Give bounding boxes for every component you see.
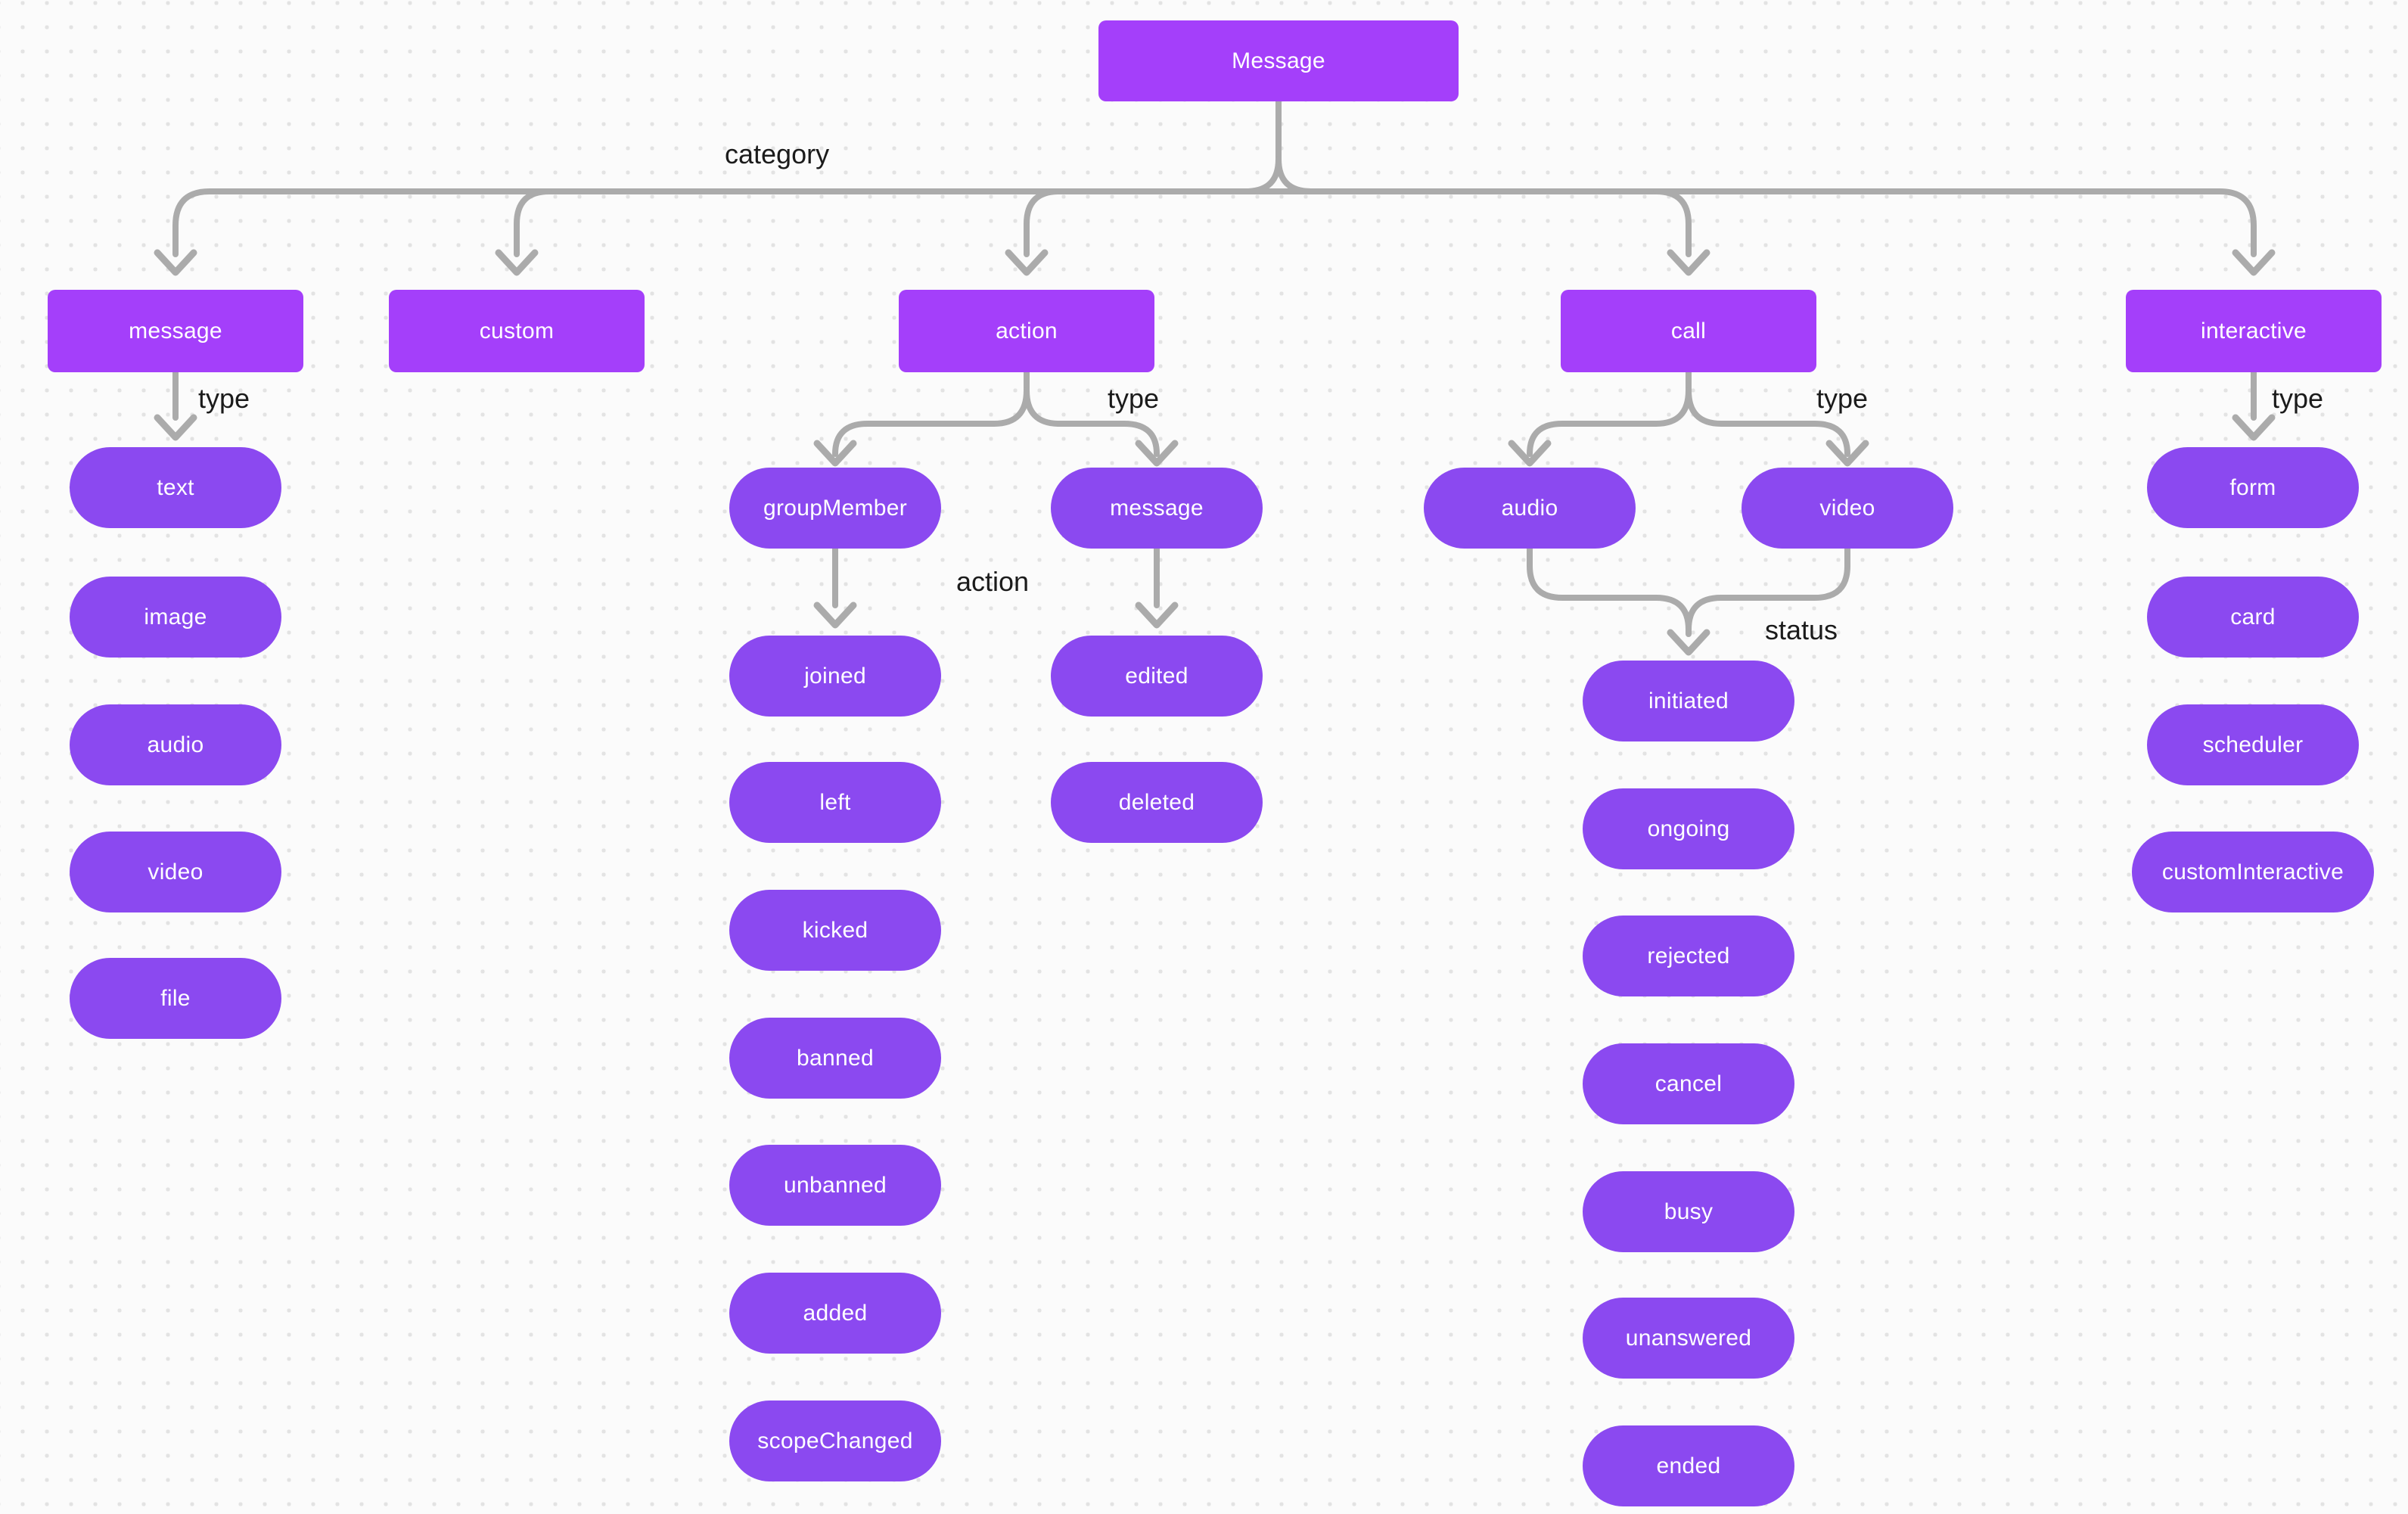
type-node-scheduler[interactable]: scheduler [2147, 704, 2359, 785]
edge-drop-action [1024, 188, 1062, 257]
category-node-interactive[interactable]: interactive [2126, 290, 2382, 372]
type-node-audio[interactable]: audio [70, 704, 281, 785]
status-node-ended[interactable]: ended [1583, 1425, 1794, 1506]
edge-video-to-merge [1686, 546, 1850, 633]
category-node-call[interactable]: call [1561, 290, 1816, 372]
status-node-initiated[interactable]: initiated [1583, 661, 1794, 741]
status-node-cancel[interactable]: cancel [1583, 1043, 1794, 1124]
edge-call-type-split [1508, 369, 1869, 467]
action-node-kicked[interactable]: kicked [729, 890, 941, 971]
arrowhead-call-audio [1508, 440, 1552, 467]
status-node-busy[interactable]: busy [1583, 1171, 1794, 1252]
type-node-call-video[interactable]: video [1742, 468, 1953, 549]
arrowhead-action-message [1135, 440, 1179, 467]
arrowhead-text [154, 414, 197, 441]
edge-label-type-call: type [1816, 383, 1869, 414]
arrowhead-initiated [1667, 629, 1710, 656]
edge-label-action: action [956, 566, 1030, 597]
edge-actionmessage-action [1135, 546, 1179, 629]
edge-label-type-message: type [198, 383, 250, 414]
arrowhead-form [2232, 414, 2276, 441]
edge-label-status: status [1765, 614, 1838, 645]
edge-action-to-message [1024, 387, 1160, 457]
arrowhead-joined [813, 602, 857, 629]
edge-groupmember-action [813, 546, 857, 629]
type-node-custominteractive[interactable]: customInteractive [2132, 832, 2374, 912]
status-node-unanswered[interactable]: unanswered [1583, 1298, 1794, 1379]
edge-label-category: category [725, 138, 830, 169]
status-node-ongoing[interactable]: ongoing [1583, 788, 1794, 869]
action-node-unbanned[interactable]: unbanned [729, 1145, 941, 1226]
root-node-message[interactable]: Message [1098, 20, 1459, 101]
arrowhead-category-action [1005, 249, 1049, 276]
category-node-custom[interactable]: custom [389, 290, 645, 372]
action-node-deleted[interactable]: deleted [1051, 762, 1263, 843]
action-node-scopechanged[interactable]: scopeChanged [729, 1401, 941, 1481]
category-node-message[interactable]: message [48, 290, 303, 372]
edge-audio-to-merge [1527, 546, 1692, 633]
edge-label-type-action: type [1108, 383, 1160, 414]
action-node-edited[interactable]: edited [1051, 636, 1263, 717]
edge-call-status-merge [1527, 546, 1850, 656]
arrowhead-category-message [154, 249, 197, 276]
edge-call-to-video [1686, 387, 1850, 457]
edge-interactive-type [2232, 369, 2276, 441]
type-node-video[interactable]: video [70, 832, 281, 912]
edge-action-type-split [813, 369, 1179, 467]
edge-root-to-category-rail [154, 98, 2276, 276]
type-node-action-message[interactable]: message [1051, 468, 1263, 549]
edge-root-flare-left [1243, 156, 1282, 194]
action-node-left[interactable]: left [729, 762, 941, 843]
type-node-file[interactable]: file [70, 958, 281, 1039]
type-node-form[interactable]: form [2147, 447, 2359, 528]
arrowhead-call-video [1825, 440, 1869, 467]
type-node-call-audio[interactable]: audio [1424, 468, 1636, 549]
status-node-rejected[interactable]: rejected [1583, 916, 1794, 996]
type-node-groupmember[interactable]: groupMember [729, 468, 941, 549]
arrowhead-category-custom [495, 249, 539, 276]
arrowhead-groupmember [813, 440, 857, 467]
type-node-text[interactable]: text [70, 447, 281, 528]
action-node-joined[interactable]: joined [729, 636, 941, 717]
edge-message-type [154, 369, 197, 441]
type-node-card[interactable]: card [2147, 577, 2359, 658]
edge-root-flare-right [1275, 156, 1314, 194]
type-node-image[interactable]: image [70, 577, 281, 658]
edge-label-type-interactive: type [2272, 383, 2324, 414]
edge-call-to-audio [1527, 387, 1692, 457]
edge-drop-custom [514, 188, 552, 257]
action-node-added[interactable]: added [729, 1273, 941, 1354]
edge-action-to-groupmember [832, 387, 1030, 457]
edge-drop-call [1653, 188, 1692, 257]
arrowhead-edited [1135, 602, 1179, 629]
edge-category-rail [172, 188, 2257, 257]
arrowhead-category-interactive [2232, 249, 2276, 276]
action-node-banned[interactable]: banned [729, 1018, 941, 1099]
arrowhead-category-call [1667, 249, 1710, 276]
category-node-action[interactable]: action [899, 290, 1154, 372]
